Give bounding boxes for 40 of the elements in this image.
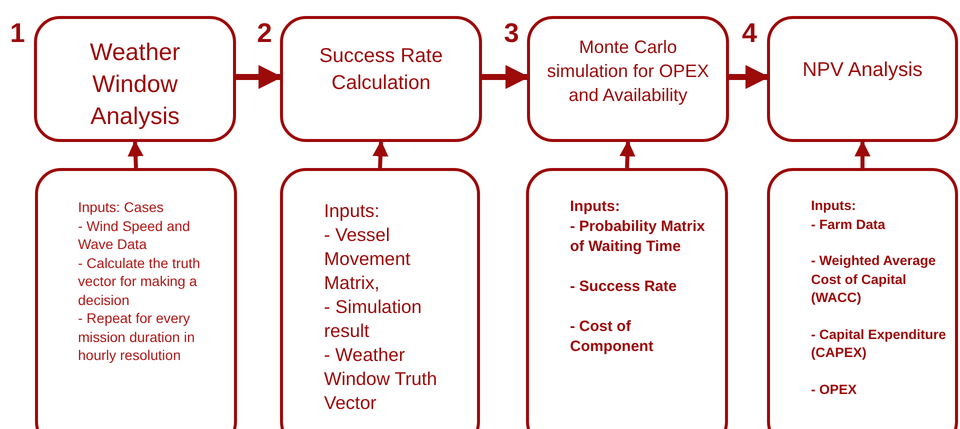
box-text: - Farm Data	[811, 216, 886, 234]
box-text: - Repeat for every mission duration in hourly resolution	[78, 309, 196, 364]
arrow	[128, 140, 144, 168]
arrow	[619, 140, 636, 168]
process-box	[767, 16, 958, 142]
box-text: Inputs:	[811, 197, 857, 215]
arrow	[236, 65, 282, 89]
box-text: NPV Analysis	[801, 58, 924, 83]
box-text: - Wind Speed and Wave Data	[78, 216, 192, 254]
box-text: - Probability Matrix of Waiting Time	[570, 217, 706, 257]
process-box	[527, 16, 729, 142]
box-text: - Cost of Component	[570, 317, 654, 357]
arrow	[854, 140, 870, 168]
box-text: - Weighted Average Cost of Capital (WACC)	[811, 252, 937, 307]
box-text: - Weather Window Truth Vector	[324, 343, 438, 415]
process-box	[280, 16, 482, 142]
process-box	[34, 16, 236, 142]
process-box	[526, 168, 728, 429]
box-text: - OPEX	[811, 380, 858, 398]
box-text: Success Rate Calculation	[318, 44, 444, 96]
step-number: 3	[504, 20, 520, 47]
box-text: Inputs:	[324, 199, 381, 223]
step-number: 1	[10, 20, 26, 47]
box-text: - Success Rate	[570, 277, 678, 297]
box-text: - Vessel Movement Matrix,	[324, 223, 412, 295]
box-text: Inputs:	[570, 197, 621, 217]
arrow	[372, 140, 388, 168]
step-number: 2	[257, 20, 272, 47]
box-text: - Simulation result	[324, 295, 423, 343]
box-text: Inputs: Cases	[78, 198, 165, 216]
arrow	[729, 65, 770, 89]
box-text: Weather Window Analysis	[88, 38, 182, 132]
process-box	[280, 168, 480, 429]
box-text: Monte Carlo simulation for OPEX and Availability	[546, 36, 710, 107]
arrow	[482, 65, 530, 89]
process-box	[767, 168, 958, 429]
box-text: - Calculate the truth vector for making a decision	[78, 254, 202, 309]
step-number: 4	[742, 20, 758, 47]
process-box	[35, 168, 237, 429]
box-text: - Capital Expenditure (CAPEX)	[811, 326, 947, 362]
